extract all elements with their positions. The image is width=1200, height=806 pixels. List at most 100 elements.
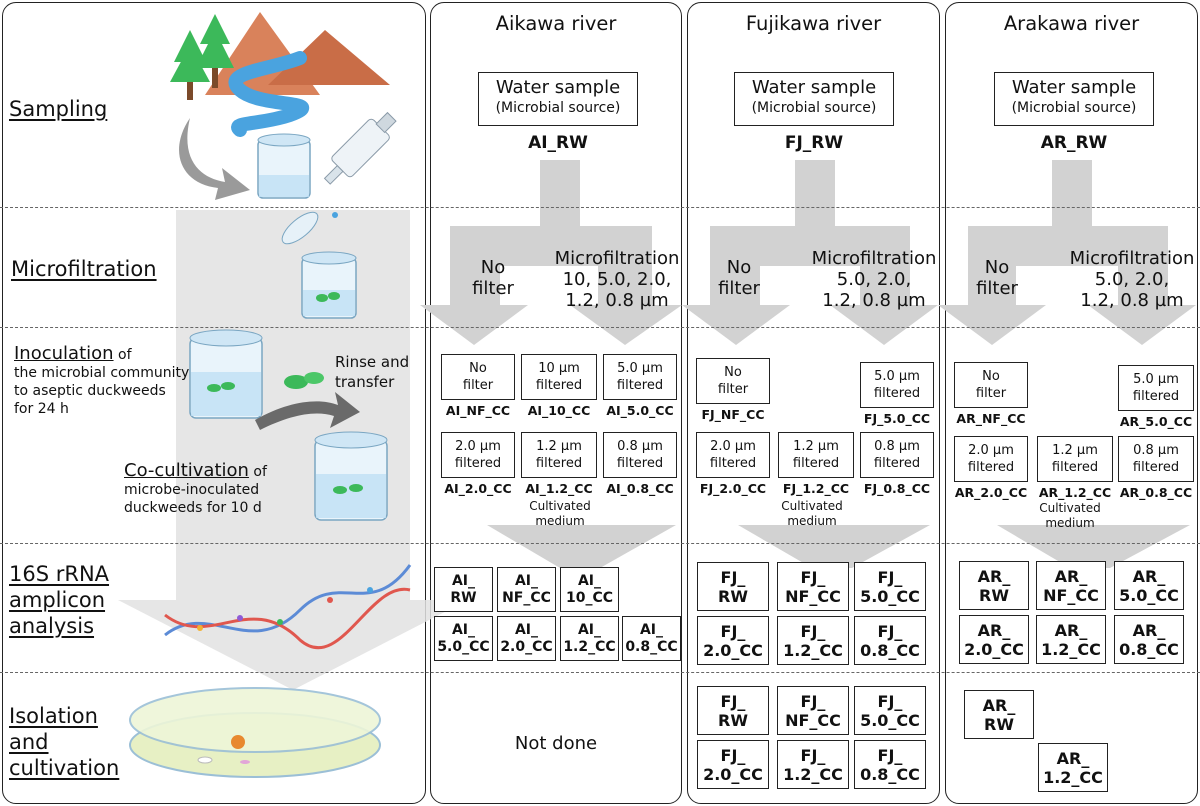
dna-helix-icon [164,564,412,650]
row-divider [0,207,1200,208]
fujikawa-isolation-box: FJ_ 5.0_CC [854,686,926,735]
sample-t2: filtered [454,456,502,471]
sample-t2: filtered [792,456,840,471]
stage-iso-line-3: cultivation [9,756,120,780]
aikawa-sample-code: AI_10_CC [527,403,591,418]
sample-t1: 0.8 µm [1133,443,1179,458]
ws-label: Water sample [495,77,621,98]
fujikawa-16s-box: FJ_ 5.0_CC [854,562,926,611]
aikawa-cultivated-medium: Cultivated medium [500,499,620,529]
sample-t2: filtered [709,456,757,471]
arakawa-16s-box: AR_ 2.0_CC [959,615,1029,664]
sample-t1: 2.0 µm [455,439,501,454]
fujikawa-title: Fujikawa river [745,12,882,35]
aikawa-sample-code: AI_5.0_CC [606,403,674,418]
sample-t2: filtered [535,378,583,393]
inoculation-line-4: for 24 h [14,401,69,417]
fujikawa-16s-box: FJ_ 1.2_CC [777,616,849,665]
mf-1: Microfiltration [554,248,680,269]
mf-1: Microfiltration [811,248,937,269]
rinse-line-2: transfer [335,373,395,391]
stage-iso-line-1: Isolation [9,704,98,728]
inoculation-line-2: the microbial community [14,365,190,381]
stage-inoculation: Inoculation of the microbial community t… [14,345,189,418]
cm-2: medium [787,514,837,528]
mf-2: 5.0, 2.0, [836,269,912,290]
row-divider [0,327,1200,328]
arakawa-microfiltration: Microfiltration 5.0, 2.0, 1.2, 0.8 µm [1066,248,1198,311]
tree-icon [170,14,234,100]
fujikawa-code: FJ_RW [784,133,844,153]
sample-t2: filtered [873,386,921,401]
aikawa-sample-code: AI_1.2_CC [525,481,593,496]
cm-2: medium [535,514,585,528]
river-icon [228,51,309,137]
aikawa-16s-box: AI_ 1.2_CC [560,616,619,661]
arakawa-16s-box: AR_ 0.8_CC [1114,615,1184,664]
fujikawa-water-sample: Water sample (Microbial source) [734,72,894,126]
stage-16s-line-2: amplicon [9,588,106,612]
aikawa-sample-code: AI_0.8_CC [606,481,674,496]
beaker-icon-4 [314,431,388,521]
sample-t2: filtered [616,456,664,471]
aikawa-microfiltration: Microfiltration 10, 5.0, 2.0, 1.2, 0.8 µ… [552,248,682,311]
mf-2: 5.0, 2.0, [1094,269,1170,290]
arakawa-sample-code: AR_2.0_CC [954,485,1028,500]
sample-t1: No [724,365,742,380]
sample-t2: filtered [873,456,921,471]
syringe-icon [323,111,397,185]
fujikawa-16s-box: FJ_ 2.0_CC [697,616,769,665]
arakawa-isolation-box: AR_ 1.2_CC [1038,743,1108,792]
stage-isolation: Isolation and cultivation [9,703,119,781]
ws-label: Water sample [751,77,877,98]
aikawa-isolation-not-done: Not done [514,733,598,754]
arakawa-merge-arrow [997,525,1190,568]
sample-t1: 0.8 µm [874,439,920,454]
fujikawa-isolation-box: FJ_ 2.0_CC [697,740,769,789]
sample-t1: 1.2 µm [793,439,839,454]
fujikawa-merge-arrow [738,525,930,568]
ws-sub: (Microbial source) [495,100,621,116]
aikawa-title: Aikawa river [495,12,617,35]
petri-dish-icon [129,687,381,778]
beaker-icon-2 [301,251,357,319]
cm-1: Cultivated [1039,501,1101,515]
aikawa-sample-code: AI_2.0_CC [444,481,512,496]
fujikawa-branch-arrow [682,160,938,345]
arakawa-sample-code: AR_5.0_CC [1119,414,1193,429]
arakawa-sample-code: AR_NF_CC [956,411,1026,426]
stage-16s: 16S rRNA amplicon analysis [9,561,109,639]
arakawa-16s-box: AR_ 5.0_CC [1114,561,1184,610]
mf-1: Microfiltration [1069,248,1195,269]
sample-t2: filtered [535,456,583,471]
aikawa-16s-box: AI_ 5.0_CC [434,616,493,661]
sample-t1: 1.2 µm [1052,443,1098,458]
stage-16s-line-3: analysis [9,614,95,638]
ws-sub: (Microbial source) [751,100,877,116]
fujikawa-isolation-box: FJ_ RW [697,686,769,735]
fujikawa-sample-code: FJ_NF_CC [701,407,765,422]
sample-t1: 5.0 µm [617,361,663,376]
sample-t1: 10 µm [538,361,580,376]
sample-t1: 0.8 µm [617,439,663,454]
cocult-title: Co-cultivation [124,460,249,481]
sample-t2: filtered [967,460,1015,475]
fujikawa-16s-box: FJ_ 0.8_CC [854,616,926,665]
aikawa-16s-box: AI_ 10_CC [560,567,619,612]
cocult-rest: of [253,464,267,480]
sample-t1: 5.0 µm [874,369,920,384]
curved-arrow-icon [179,118,250,200]
stage-microfiltration: Microfiltration [11,257,157,281]
mf-3: 1.2, 0.8 µm [822,290,926,311]
aikawa-branch-arrow [420,160,682,345]
aikawa-merge-arrow [487,525,676,568]
fujikawa-sample-code: FJ_0.8_CC [863,481,931,496]
